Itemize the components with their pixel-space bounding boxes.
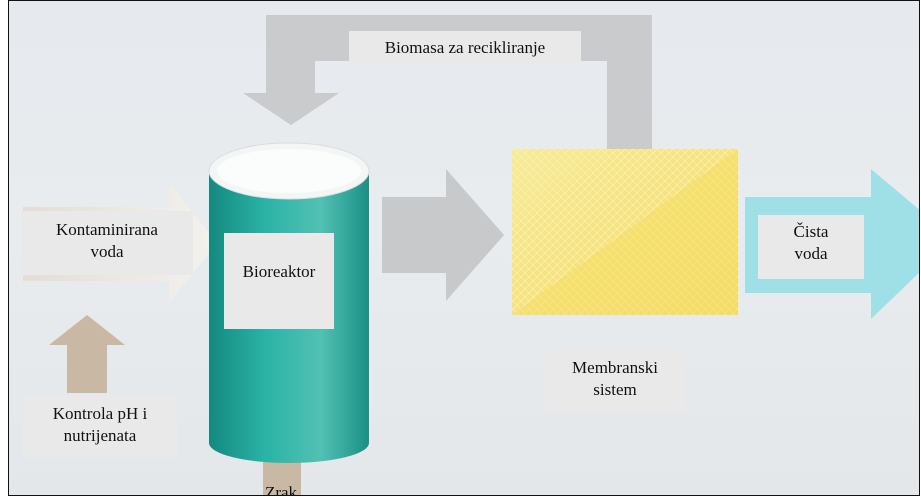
control-label: Kontrola pH i nutrijenata [23,403,177,447]
reactor-label-box [224,233,334,329]
recycle-label-box [349,31,581,65]
control-supply-arrow [49,315,125,393]
input-label: Kontaminirana voda [21,219,193,263]
output-label-line1: Čista [793,222,829,241]
membrane-block [512,149,738,315]
reactor-label: Bioreaktor [242,262,316,281]
membrane-label-line1: Membranski [572,358,658,377]
output-label-box [758,215,864,279]
flow-arrow [382,169,504,301]
output-label-line2: voda [794,244,828,263]
input-label-line1: Kontaminirana [56,220,158,239]
air-label: Zrak [264,483,298,496]
membrane-label: Membranski sistem [545,357,685,401]
output-label: Čista voda [758,221,864,265]
control-label-line1: Kontrola pH i [52,404,148,423]
membrane-label-line2: sistem [593,380,637,399]
membrane-label-box [545,349,685,413]
input-label-box [21,211,193,275]
recycle-label: Biomasa za recikliranje [384,38,546,57]
control-label-line2: nutrijenata [63,426,137,445]
process-diagram: Biomasa za recikliranje Kontaminirana vo… [8,0,920,496]
input-label-line2: voda [90,242,124,261]
control-label-box [23,395,177,457]
